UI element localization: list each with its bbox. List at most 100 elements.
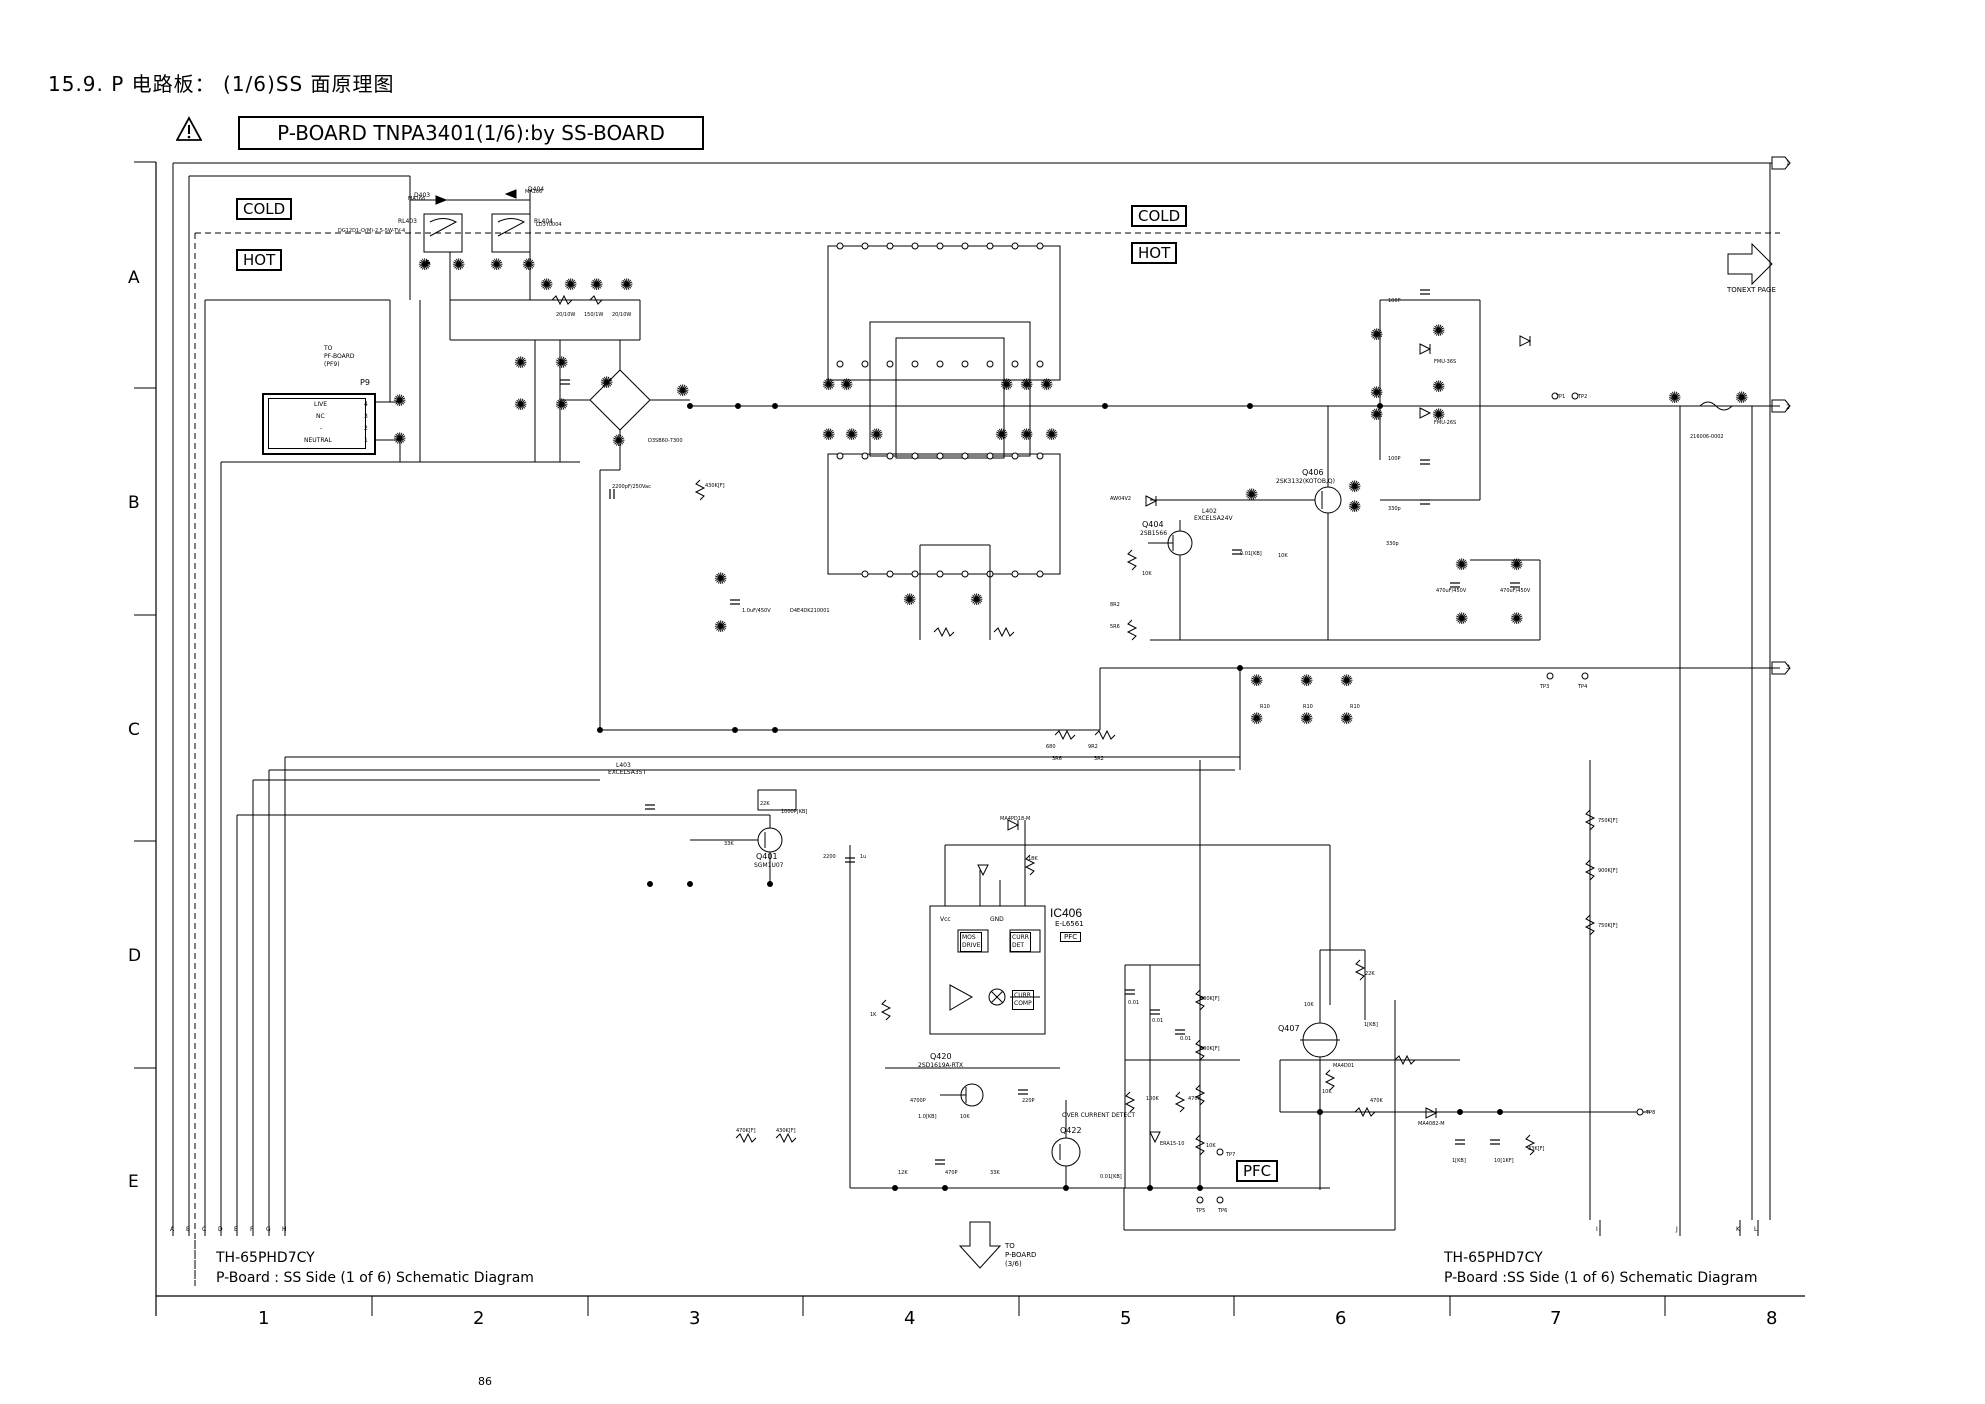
q406-part: 2SK3132(KOTOB,Q) <box>1276 478 1335 485</box>
row-label-d: D <box>128 946 142 966</box>
model-left: TH-65PHD7CY <box>216 1250 315 1266</box>
l402-part: EXCELSA24V <box>1194 515 1233 522</box>
rl403-label: RL403 <box>398 218 417 225</box>
svg-text:TP6: TP6 <box>1217 1208 1227 1214</box>
q404-part: 2SB1566 <box>1140 530 1168 537</box>
q420-label: Q420 <box>930 1052 952 1061</box>
svg-text:3R2: 3R2 <box>1094 756 1104 762</box>
next-page-arrow <box>1727 242 1773 286</box>
svg-text:10K: 10K <box>960 1114 970 1120</box>
transformer-lower <box>827 453 1061 575</box>
col-label-1: 1 <box>258 1308 270 1329</box>
svg-text:1.0[KB]: 1.0[KB] <box>918 1114 937 1120</box>
p9-pin-neutral: NEUTRAL <box>304 437 332 444</box>
svg-text:✺: ✺ <box>564 275 577 294</box>
to-pf-board-label: TO PF-BOARD (PF9) <box>324 345 355 368</box>
svg-text:✺: ✺ <box>522 255 535 274</box>
svg-text:✺: ✺ <box>1300 671 1313 690</box>
svg-text:1[KB]: 1[KB] <box>1364 1022 1378 1028</box>
svg-text:10K: 10K <box>1304 1002 1314 1008</box>
q406-label: Q406 <box>1302 468 1324 477</box>
svg-text:10K: 10K <box>1278 553 1288 559</box>
bottom-connector-l: L <box>1754 1226 1758 1233</box>
svg-text:1[KB]: 1[KB] <box>1452 1158 1466 1164</box>
hot-zone-label-left: HOT <box>236 249 283 271</box>
svg-text:✺: ✺ <box>1340 709 1353 728</box>
svg-text:✺: ✺ <box>1348 497 1361 516</box>
svg-text:FMU-36S: FMU-36S <box>1434 359 1456 365</box>
svg-text:33K[F]: 33K[F] <box>1528 1146 1544 1152</box>
board-title: P-BOARD TNPA3401(1/6):by SS-BOARD <box>238 116 704 150</box>
svg-text:✺: ✺ <box>995 425 1008 444</box>
svg-text:DG12D1-O(M)-2.5-5W-TV-4: DG12D1-O(M)-2.5-5W-TV-4 <box>338 228 405 234</box>
ic406-pfc-tag: PFC <box>1060 932 1082 942</box>
row-label-c: C <box>128 720 140 740</box>
connector-3-label: 3 <box>1786 664 1790 671</box>
svg-text:✺: ✺ <box>1245 485 1258 504</box>
svg-text:✺: ✺ <box>620 275 633 294</box>
svg-text:✺: ✺ <box>612 431 625 450</box>
col-label-2: 2 <box>473 1308 485 1329</box>
diagram-caption-right: P-Board :SS Side (1 of 6) Schematic Diag… <box>1444 1270 1758 1286</box>
d403-label: D403 <box>414 192 431 199</box>
svg-text:9R2: 9R2 <box>1088 744 1098 750</box>
col-label-7: 7 <box>1550 1308 1562 1329</box>
svg-text:MA4D01: MA4D01 <box>1333 1063 1354 1069</box>
svg-text:470K: 470K <box>1370 1098 1384 1104</box>
svg-text:✺: ✺ <box>1432 321 1445 340</box>
svg-text:10[1KF]: 10[1KF] <box>1494 1158 1514 1164</box>
svg-text:✺: ✺ <box>393 391 406 410</box>
q420-part: 2SD1619A-RTX <box>918 1062 964 1069</box>
row-label-a: A <box>128 268 140 288</box>
q401-body <box>757 827 783 853</box>
p9-pin-num-4: 4 <box>364 401 368 408</box>
diagram-caption-left: P-Board : SS Side (1 of 6) Schematic Dia… <box>216 1270 534 1286</box>
bottom-connector-i: I <box>1596 1226 1598 1233</box>
rl404-label: RL404 <box>534 218 553 225</box>
svg-text:LD3Y0004: LD3Y0004 <box>536 222 562 228</box>
svg-text:3R6: 3R6 <box>1052 756 1062 762</box>
col-label-3: 3 <box>689 1308 701 1329</box>
svg-text:✺: ✺ <box>1250 671 1263 690</box>
svg-text:33K: 33K <box>724 841 734 847</box>
svg-text:✺: ✺ <box>822 375 835 394</box>
svg-text:✺: ✺ <box>1020 375 1033 394</box>
warning-triangle-icon <box>176 116 202 141</box>
svg-text:680K[F]: 680K[F] <box>1200 996 1220 1002</box>
svg-text:✺: ✺ <box>1300 709 1313 728</box>
over-current-detect-label: OVER CURRENT DETECT <box>1062 1112 1136 1119</box>
q401-label: Q401 <box>756 852 778 861</box>
model-right: TH-65PHD7CY <box>1444 1250 1543 1266</box>
svg-text:680: 680 <box>1046 744 1056 750</box>
svg-text:D3SB60-7300: D3SB60-7300 <box>648 438 683 444</box>
ic406-part: E-L6561 <box>1055 920 1084 928</box>
svg-text:100P: 100P <box>1388 456 1401 462</box>
svg-text:20/10W: 20/10W <box>612 312 631 318</box>
svg-text:0.01: 0.01 <box>1180 1036 1191 1042</box>
svg-text:✺: ✺ <box>1668 388 1681 407</box>
connector-2-label: 2 <box>1786 404 1790 411</box>
transformer-upper <box>827 245 1061 381</box>
svg-text:10K: 10K <box>1322 1089 1332 1095</box>
svg-text:TP8: TP8 <box>1645 1110 1655 1116</box>
svg-text:8R2: 8R2 <box>1110 602 1120 608</box>
svg-text:✺: ✺ <box>1510 609 1523 628</box>
p9-pin-num-3: 3 <box>364 413 368 420</box>
svg-text:100P: 100P <box>1388 298 1401 304</box>
svg-text:2200: 2200 <box>823 854 836 860</box>
svg-text:✺: ✺ <box>845 425 858 444</box>
svg-text:750K[F]: 750K[F] <box>1598 818 1618 824</box>
svg-text:✺: ✺ <box>870 425 883 444</box>
svg-text:✺: ✺ <box>600 373 613 392</box>
cold-zone-label-left: COLD <box>236 198 293 220</box>
svg-text:✺: ✺ <box>1045 425 1058 444</box>
svg-text:TP1: TP1 <box>1555 394 1565 400</box>
bottom-connector-g: G <box>266 1226 271 1233</box>
svg-text:750K[F]: 750K[F] <box>1598 923 1618 929</box>
svg-text:✺: ✺ <box>1040 375 1053 394</box>
svg-text:12K: 12K <box>898 1170 908 1176</box>
svg-text:22K: 22K <box>1365 971 1375 977</box>
svg-text:R10: R10 <box>1350 704 1360 710</box>
svg-text:0.01[KB]: 0.01[KB] <box>1100 1174 1122 1180</box>
